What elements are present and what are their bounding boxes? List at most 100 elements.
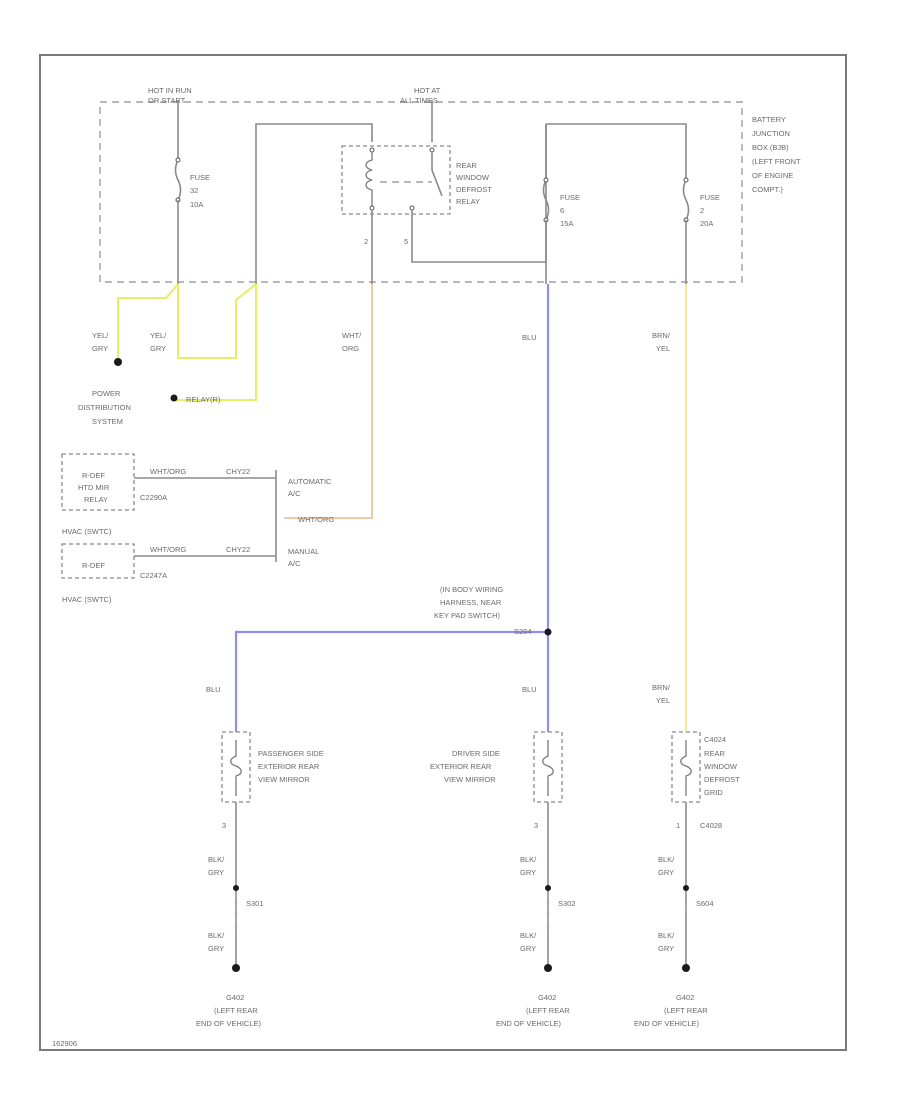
splice-s301-node	[233, 885, 239, 891]
ground-mid-label-1: G402	[538, 993, 556, 1002]
wht-org-label-2: ORG	[342, 344, 359, 353]
blk-gry-r-upper-2: GRY	[658, 868, 674, 877]
driver-pin: 3	[534, 821, 538, 830]
blk-gry-l-upper-2: GRY	[208, 868, 224, 877]
relay-coil-feed-wire	[255, 123, 373, 284]
fuse6-rating: 15A	[560, 219, 573, 228]
grid-pin: 1	[676, 821, 680, 830]
brn-yel-label-top-2: YEL	[656, 344, 670, 353]
auto-box-label-3: RELAY	[84, 495, 108, 504]
relay-coil-pin-top	[369, 147, 375, 153]
ground-mid-label-3: END OF VEHICLE)	[496, 1019, 562, 1028]
ground-g402-mid-icon	[544, 964, 552, 972]
grid-connector-top: C4024	[704, 735, 726, 744]
relay-label-3: DEFROST	[456, 185, 492, 194]
splice-label-2: HARNESS, NEAR	[440, 598, 502, 607]
automatic-label-1: AUTOMATIC	[288, 477, 332, 486]
fuse32-pin-top	[175, 157, 181, 163]
fuse6-pin-top	[543, 177, 549, 183]
brn-yel-label-top-1: BRN/	[652, 331, 671, 340]
brn-yel-label-bottom-1: BRN/	[652, 683, 671, 692]
blk-gry-r-lower-1: BLK/	[658, 931, 675, 940]
auto-box-label-2: HTD MIR	[78, 483, 110, 492]
manual-r-def-box	[61, 543, 135, 579]
bjb-label-1: BATTERY	[752, 115, 786, 124]
blk-gry-m-lower-1: BLK/	[520, 931, 537, 940]
grid-label-4: GRID	[704, 788, 723, 797]
auto-circuit-label: WHT/ORG	[150, 467, 186, 476]
power-distribution-label-3: SYSTEM	[92, 417, 123, 426]
blk-gry-m-upper-1: BLK/	[520, 855, 537, 864]
manual-circuit-label: WHT/ORG	[150, 545, 186, 554]
fuse2-label: FUSE	[700, 193, 720, 202]
ground-g402-left-icon	[232, 964, 240, 972]
relay-coil-pin-bottom	[369, 205, 375, 211]
grid-label-1: REAR	[704, 749, 725, 758]
auto-box-label-1: R-DEF	[82, 471, 105, 480]
automatic-label-2: A/C	[288, 489, 301, 498]
fuse32-label: FUSE	[190, 173, 210, 182]
blk-gry-l-upper-1: BLK/	[208, 855, 225, 864]
yel-gry-wire-relay-tag	[176, 284, 257, 401]
relay-label-4: RELAY	[456, 197, 480, 206]
yel-gry-left-2: GRY	[92, 344, 108, 353]
splice-label-1: (IN BODY WIRING	[440, 585, 503, 594]
relay-switch-contact-icon	[431, 152, 443, 197]
driver-heater-element-icon	[542, 740, 554, 796]
bjb-label-2: JUNCTION	[752, 129, 790, 138]
relay-switch-pin-top	[429, 147, 435, 153]
driver-label-2: EXTERIOR REAR	[430, 762, 492, 771]
hot-run-label-2: OR START	[148, 96, 186, 105]
splice-s302-node	[545, 885, 551, 891]
relay-switch-out-wire	[411, 124, 547, 263]
bjb-label-4: (LEFT FRONT	[752, 157, 801, 166]
fuse2-number: 2	[700, 206, 704, 215]
blk-gry-m-lower-2: GRY	[520, 944, 536, 953]
grid-connector-bottom: C4028	[700, 821, 722, 830]
battery-junction-box-outline	[99, 101, 743, 283]
ground-mid-label-2: (LEFT REAR	[526, 1006, 570, 1015]
blk-gry-l-lower-2: GRY	[208, 944, 224, 953]
hot-run-label-1: HOT IN RUN	[148, 86, 192, 95]
hot-all-label-2: ALL TIMES	[400, 96, 438, 105]
passenger-label-2: EXTERIOR REAR	[258, 762, 320, 771]
rear-window-defrost-relay-box	[341, 145, 451, 215]
ground-left-label-1: G402	[226, 993, 244, 1002]
footer-code: 162906	[52, 1039, 77, 1048]
splice-s604-node	[683, 885, 689, 891]
splice-s204-node	[544, 628, 552, 636]
splice-s302-label: S302	[558, 899, 576, 908]
yel-gry-mid-1: YEL/	[150, 331, 167, 340]
manual-top-label: HVAC (SWTC)	[62, 527, 112, 536]
hot-all-label-1: HOT AT	[414, 86, 441, 95]
manual-circuit-id: CHY22	[226, 545, 250, 554]
relay-tag-node	[170, 394, 178, 402]
power-distribution-label-1: POWER	[92, 389, 121, 398]
yel-gry-wire-power-dist	[117, 283, 179, 360]
blu-branch-wire	[234, 630, 548, 732]
blk-gry-r-upper-1: BLK/	[658, 855, 675, 864]
fuse6-label: FUSE	[560, 193, 580, 202]
ground-left-label-3: END OF VEHICLE)	[196, 1019, 262, 1028]
relay-coil-icon	[365, 152, 373, 206]
ground-right-label-2: (LEFT REAR	[664, 1006, 708, 1015]
brn-yel-label-bottom-2: YEL	[656, 696, 670, 705]
auto-connector: C2290A	[140, 493, 167, 502]
power-distribution-node	[114, 358, 122, 366]
bjb-label-3: BOX (BJB)	[752, 143, 789, 152]
hvac-bottom-label: HVAC (SWTC)	[62, 595, 112, 604]
passenger-label-1: PASSENGER SIDE	[258, 749, 324, 758]
ground-left-label-2: (LEFT REAR	[214, 1006, 258, 1015]
auto-r-def-htd-mir-relay-box	[61, 453, 135, 511]
yel-gry-mid-2: GRY	[150, 344, 166, 353]
ground-right-label-3: END OF VEHICLE)	[634, 1019, 700, 1028]
blu-label-left: BLU	[206, 685, 221, 694]
blk-gry-r-lower-2: GRY	[658, 944, 674, 953]
blu-label-right: BLU	[522, 685, 537, 694]
splice-label-3: KEY PAD SWITCH)	[434, 611, 500, 620]
bjb-label-5: OF ENGINE	[752, 171, 793, 180]
blu-label-top: BLU	[522, 333, 537, 342]
grid-element-icon	[680, 740, 692, 796]
yel-gry-left-1: YEL/	[92, 331, 109, 340]
fuse2-symbol	[682, 179, 690, 221]
